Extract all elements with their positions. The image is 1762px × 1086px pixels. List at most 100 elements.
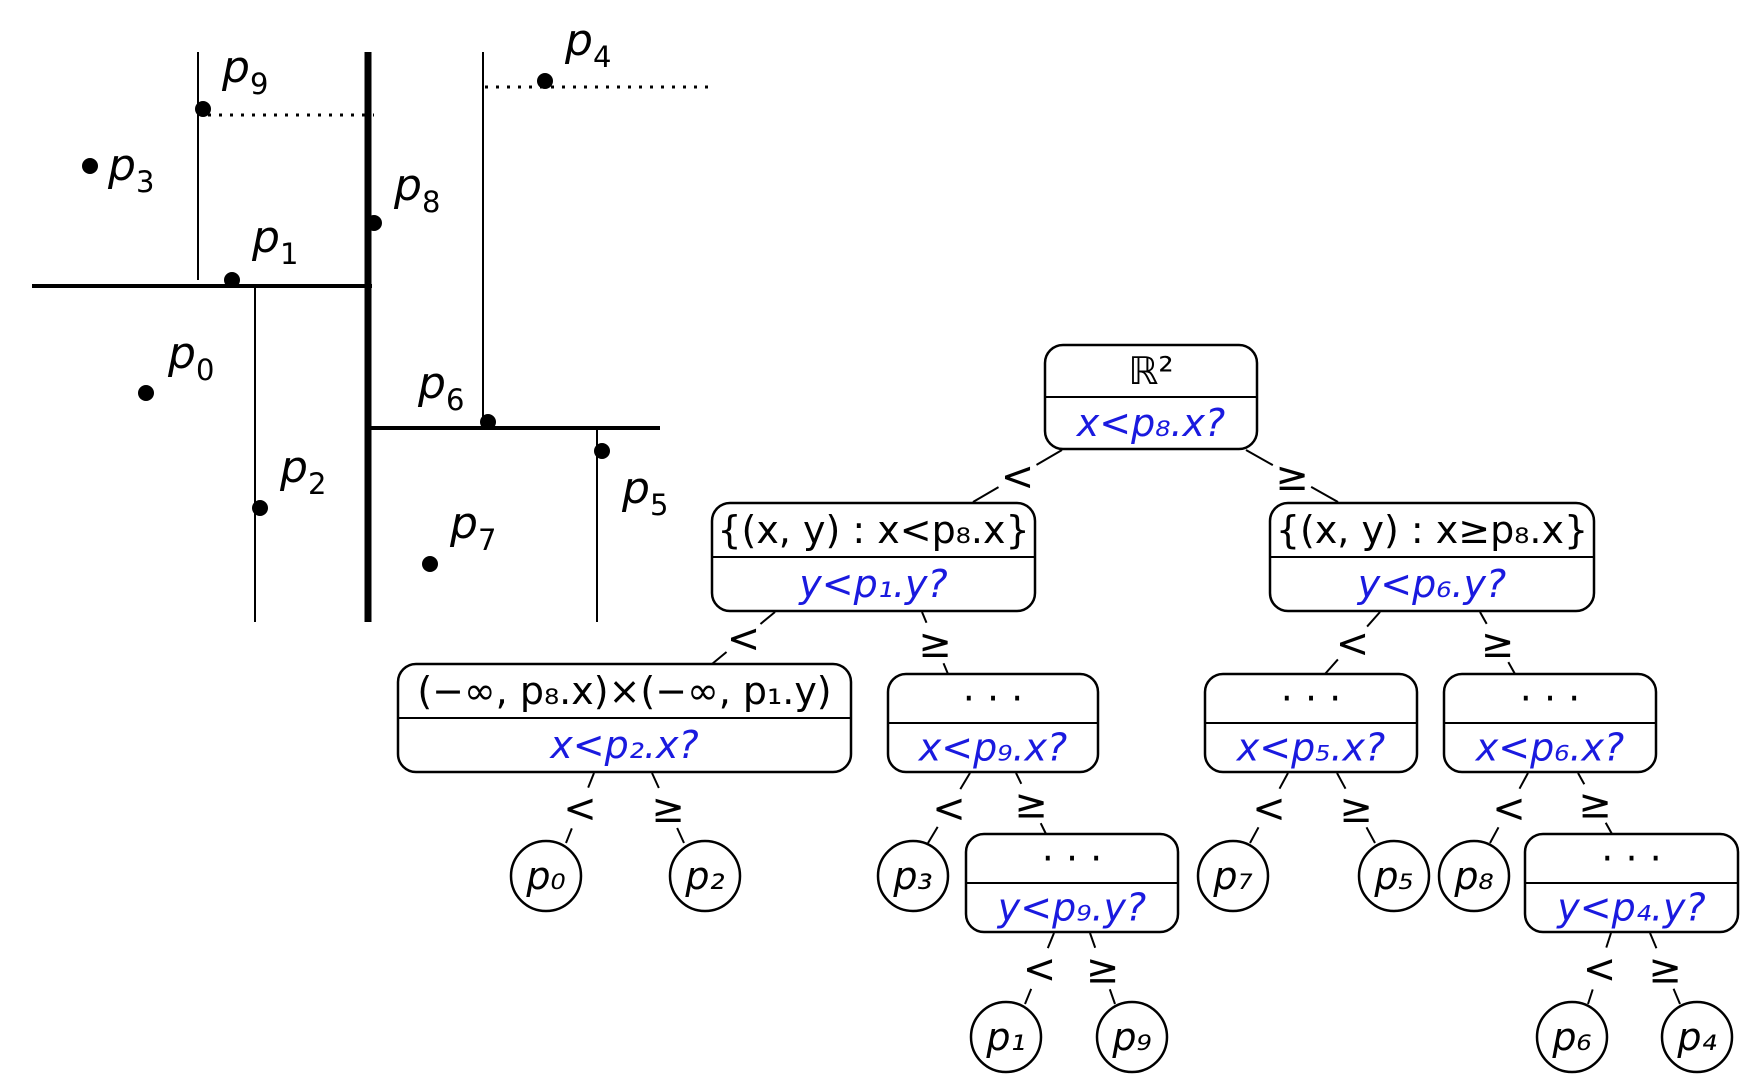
tree-edge-segment	[1604, 822, 1613, 835]
tree-edge-less: <	[1324, 611, 1381, 675]
tree-edge-label: <	[1336, 621, 1370, 667]
tree-edge-geq: ≥	[1648, 932, 1682, 1005]
tree-edge-segment	[1605, 932, 1612, 948]
tree-edge-segment	[921, 611, 928, 624]
tree-edge-label: <	[563, 786, 597, 832]
tree-edge-less: <	[563, 772, 597, 844]
tree-node-region: · · ·	[1281, 677, 1341, 721]
tree-node-region: {(x, y) : x<p₈.x}	[717, 508, 1029, 552]
tree-edge-segment	[1108, 988, 1116, 1005]
point-p2	[252, 500, 268, 516]
tree-node-query: x<p₆.x?	[1475, 726, 1624, 770]
point-p1	[224, 272, 240, 288]
tree-edge-segment	[972, 486, 1000, 503]
tree-edge-segment	[1310, 485, 1339, 503]
tree-edge-segment	[1324, 658, 1339, 675]
tree-edge-geq: ≥	[1245, 449, 1339, 503]
tree-edges: <≥<≥<≥<≥<≥<≥<≥<≥<≥	[563, 449, 1682, 1005]
leaf-label: p₅	[1373, 854, 1413, 898]
leaf-label: p₈	[1453, 854, 1493, 898]
tree-edge-label: ≥	[1339, 786, 1373, 832]
tree-node-query: x<p₂.x?	[549, 723, 698, 767]
tree-node-region: (−∞, p₈.x)×(−∞, p₁.y)	[417, 669, 831, 713]
tree-node-right: {(x, y) : x≥p₈.x}y<p₆.y?	[1268, 501, 1596, 613]
tree-edge-label: ≥	[1578, 782, 1612, 828]
leaf-circle	[668, 839, 742, 913]
tree-edge-less: <	[927, 772, 971, 844]
point-p8	[366, 215, 382, 231]
tree-edge-segment	[1046, 932, 1055, 949]
leaf-circle	[509, 839, 583, 913]
tree-node-query: x<p₉.x?	[918, 726, 1067, 770]
point-p6	[480, 414, 496, 430]
leaf-circle	[1535, 1000, 1609, 1074]
tree-edge-label: ≥	[651, 786, 685, 832]
leaf-circle	[1660, 1000, 1734, 1074]
point-p0	[138, 385, 154, 401]
tree-edge-segment	[959, 772, 971, 790]
tree-edge-segment	[1024, 988, 1033, 1005]
tree-edge-label: <	[1583, 947, 1617, 993]
tree-node-region: · · ·	[1042, 837, 1102, 881]
tree-node-query: x<p₈.x?	[1076, 401, 1225, 445]
tree-node-region: ℝ²	[1128, 349, 1173, 393]
tree-node-region: · · ·	[1601, 837, 1661, 881]
tree-node-rl: · · ·x<p₅.x?	[1203, 672, 1419, 774]
leaf-label: p₇	[1212, 854, 1252, 898]
tree-node-region: · · ·	[1520, 677, 1580, 721]
leaf-label: p₀	[525, 854, 565, 898]
tree-edge-label: <	[1492, 786, 1526, 832]
tree-edge-segment	[1518, 772, 1529, 790]
tree-edge-segment	[1577, 772, 1586, 785]
tree-edge-label: <	[1023, 947, 1057, 993]
point-p7	[422, 556, 438, 572]
tree-edge-less: <	[711, 611, 776, 665]
tree-edge-label: ≥	[1014, 782, 1048, 828]
tree-edge-segment	[1249, 826, 1260, 844]
tree-edge-geq: ≥	[1086, 932, 1119, 1005]
point-label-p9: p9	[221, 42, 268, 101]
tree-edge-segment	[1336, 772, 1347, 790]
tree-edge-label: ≥	[1275, 454, 1309, 500]
tree-edge-segment	[1035, 449, 1063, 466]
tree-edge-label: ≥	[918, 621, 952, 667]
leaf-circle	[1095, 1000, 1169, 1074]
tree-edge-label: <	[1001, 454, 1035, 500]
point-label-p3: p3	[107, 140, 154, 199]
tree-edge-segment	[1089, 932, 1097, 949]
tree-edge-geq: ≥	[651, 772, 685, 844]
tree-edge-geq: ≥	[1577, 772, 1613, 835]
point-label-p6: p6	[417, 358, 464, 417]
tree-edge-segment	[942, 662, 949, 675]
tree-node-rr: · · · x<p₆.x?	[1442, 672, 1658, 774]
point-label-p5: p5	[621, 463, 668, 522]
tree-edge-segment	[1479, 611, 1488, 625]
tree-edge-segment	[1366, 611, 1381, 628]
tree-edge-segment	[1015, 772, 1023, 785]
point-label-p7: p7	[449, 498, 496, 557]
tree-edge-segment	[1245, 449, 1274, 467]
tree-edge-label: ≥	[1648, 947, 1682, 993]
tree-edge-segment	[1489, 826, 1500, 844]
tree-edge-label: <	[727, 616, 761, 662]
point-label-p8: p8	[393, 160, 440, 219]
leaf-label: p₆	[1551, 1015, 1591, 1059]
point-p5	[594, 443, 610, 459]
tree-edge-segment	[927, 826, 939, 844]
tree-node-query: y<p₄.y?	[1556, 886, 1705, 930]
tree-edge-less: <	[1583, 932, 1617, 1005]
tree-edge-segment	[1649, 932, 1658, 949]
leaf-circle	[1196, 839, 1270, 913]
point-p3	[82, 158, 98, 174]
tree-edge-segment	[1365, 826, 1376, 844]
tree-edge-label: <	[1252, 786, 1286, 832]
tree-node-rrr: · · · y<p₄.y?	[1523, 832, 1740, 934]
tree-node-left: {(x, y) : x<p₈.x} y<p₁.y?	[710, 501, 1037, 613]
tree-edge-segment	[759, 611, 776, 625]
tree-node-region: {(x, y) : x≥p₈.x}	[1276, 508, 1588, 552]
tree-node-query: y<p₁.y?	[798, 562, 947, 606]
